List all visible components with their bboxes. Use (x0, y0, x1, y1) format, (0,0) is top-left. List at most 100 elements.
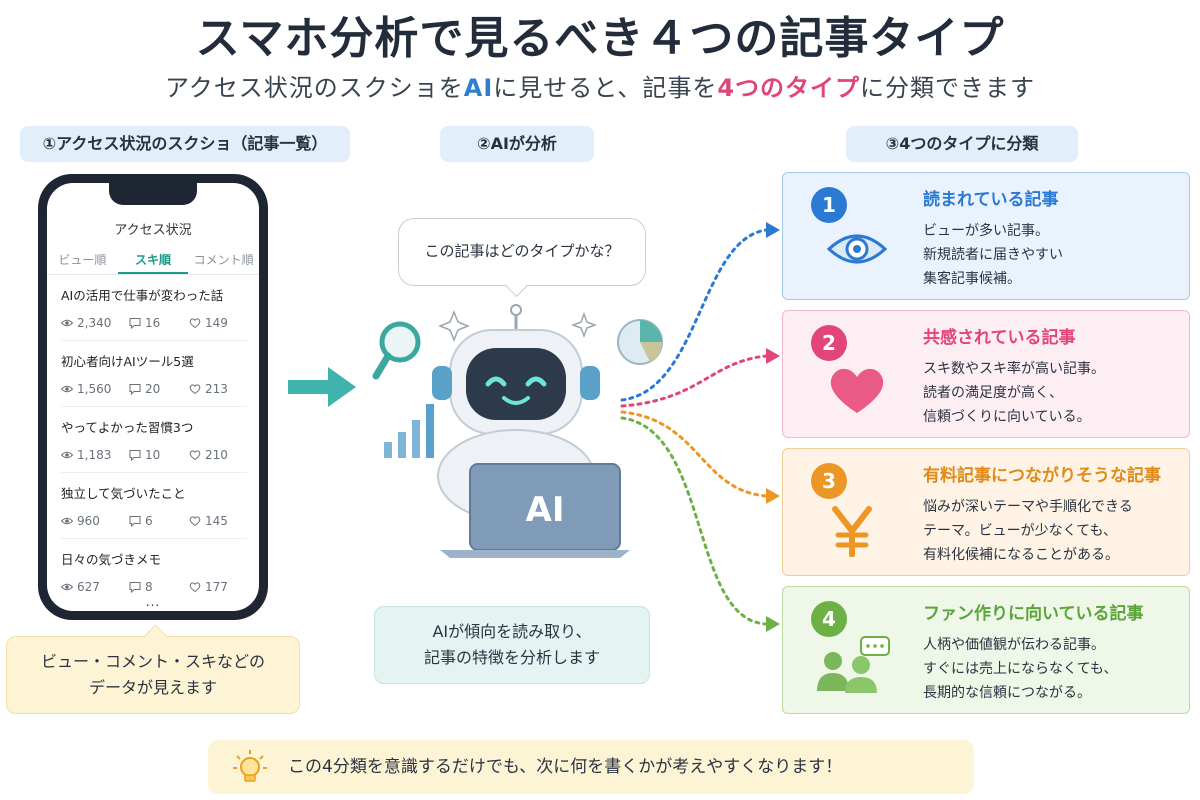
list-item[interactable]: 日々の気づきメモ 627 8 177 (61, 539, 247, 605)
comment-count: 8 (129, 580, 189, 594)
eye-icon (61, 383, 73, 395)
card2-line: スキ数やスキ率が高い記事。 (923, 361, 1105, 377)
lightbulb-icon (233, 750, 267, 782)
view-count: 1,183 (61, 448, 129, 462)
article-title: AIの活用で仕事が変わった話 (61, 288, 224, 303)
card1-number: 1 (811, 187, 847, 223)
article-title: やってよかった習慣3つ (61, 420, 194, 435)
card1-body: ビューが多い記事。 新規読者に届きやすい 集客記事候補。 (923, 219, 1063, 291)
view-value: 1,560 (77, 382, 112, 396)
card4-line: 長期的な信頼につながる。 (923, 685, 1091, 701)
phone-screen: アクセス状況 ビュー順 スキ順 コメント順 AIの活用で仕事が変わった話 2,34… (47, 183, 259, 611)
comment-count: 16 (129, 316, 189, 330)
phone-callout: ビュー・コメント・スキなどの データが見えます (6, 636, 300, 714)
comment-value: 16 (145, 316, 161, 330)
article-stats: 2,340 16 149 (61, 316, 247, 330)
article-title: 初心者向けAIツール5選 (61, 354, 194, 369)
article-stats: 1,560 20 213 (61, 382, 247, 396)
view-value: 627 (77, 580, 100, 594)
card1-title: 読まれている記事 (923, 190, 1059, 210)
laptop-ai-label: AI (525, 490, 565, 530)
comment-count: 6 (129, 514, 189, 528)
view-count: 2,340 (61, 316, 129, 330)
article-list: AIの活用で仕事が変わった話 2,340 16 149 初心者向けAIツール5選 1,56… (61, 275, 247, 605)
card3-line: テーマ。ビューが少なくても、 (923, 523, 1118, 539)
comment-icon (129, 317, 141, 329)
card-type-1: 1 読まれている記事 ビューが多い記事。 新規読者に届きやすい 集客記事候補。 (782, 172, 1190, 300)
card4-number: 4 (811, 601, 847, 637)
like-value: 210 (205, 448, 228, 462)
connector-arrows (620, 222, 780, 632)
screen-title: アクセス状況 (114, 223, 192, 238)
arrow-right-icon (288, 367, 356, 407)
ai-callout-line2: 記事の特徴を分析します (423, 648, 600, 667)
step3-label: ③4つのタイプに分類 (846, 126, 1078, 162)
card3-line: 悩みが深いテーマや手順化できる (923, 499, 1133, 515)
card3-title: 有料記事につながりそうな記事 (923, 466, 1161, 486)
comment-value: 6 (145, 514, 153, 528)
pie-chart-icon (617, 319, 663, 365)
phone-callout-line1: ビュー・コメント・スキなどの (40, 652, 265, 671)
people-chat-icon (817, 636, 890, 693)
card2-title: 共感されている記事 (923, 328, 1076, 348)
subtitle-part1: アクセス状況のスクショを (164, 74, 464, 102)
card1-line: ビューが多い記事。 (923, 223, 1049, 239)
card2-line: 信頼づくりに向いている。 (923, 409, 1091, 425)
phone-mockup: アクセス状況 ビュー順 スキ順 コメント順 AIの活用で仕事が変わった話 2,34… (38, 174, 268, 620)
step1-label: ①アクセス状況のスクショ（記事一覧） (20, 126, 350, 162)
eye-icon (61, 515, 73, 527)
eye-icon (827, 234, 887, 264)
subtitle-ai: AI (463, 74, 494, 102)
eye-icon (61, 581, 73, 593)
card4-title: ファン作りに向いている記事 (923, 604, 1144, 624)
step2-label: ②AIが分析 (440, 126, 594, 162)
like-value: 149 (205, 316, 228, 330)
yen-icon (832, 506, 872, 557)
phone-callout-line2: データが見えます (88, 678, 217, 697)
tab-comments[interactable]: コメント順 (193, 253, 254, 267)
list-item[interactable]: 独立して気づいたこと 960 6 145 (61, 473, 247, 539)
phone-notch (109, 183, 197, 205)
view-count: 1,560 (61, 382, 129, 396)
magnifier-icon (372, 321, 421, 380)
like-value: 177 (205, 580, 228, 594)
card1-line: 新規読者に届きやすい (923, 247, 1063, 263)
bar-chart-icon (384, 404, 434, 458)
page-subtitle: アクセス状況のスクショをAIに見せると、記事を4つのタイプに分類できます (0, 68, 1200, 103)
comment-icon (129, 383, 141, 395)
card3-number: 3 (811, 463, 847, 499)
article-title: 日々の気づきメモ (61, 552, 162, 567)
view-value: 2,340 (77, 316, 112, 330)
article-title: 独立して気づいたこと (61, 486, 186, 501)
card-type-3: 3 有料記事につながりそうな記事 悩みが深いテーマや手順化できる テーマ。ビュー… (782, 448, 1190, 576)
like-value: 213 (205, 382, 228, 396)
ai-callout-line1: AIが傾向を読み取り、 (432, 622, 592, 641)
eye-icon (61, 449, 73, 461)
sort-tabs: ビュー順 スキ順 コメント順 (47, 249, 259, 275)
heart-icon (189, 317, 201, 329)
tip-banner: この4分類を意識するだけでも、次に何を書くかが考えやすくなります！ (208, 740, 974, 794)
list-item[interactable]: 初心者向けAIツール5選 1,560 20 213 (61, 341, 247, 407)
comment-icon (129, 449, 141, 461)
comment-value: 20 (145, 382, 161, 396)
like-count: 145 (189, 514, 228, 528)
card4-line: 人柄や価値観が伝わる記事。 (923, 637, 1105, 653)
heart-icon (189, 581, 201, 593)
heart-icon (189, 449, 201, 461)
heart-icon (189, 383, 201, 395)
view-count: 960 (61, 514, 129, 528)
more-indicator: ... (145, 595, 161, 609)
list-item[interactable]: AIの活用で仕事が変わった話 2,340 16 149 (61, 275, 247, 341)
speech-bubble: この記事はどのタイプかな？ (398, 218, 646, 286)
tab-views[interactable]: ビュー順 (58, 253, 107, 267)
subtitle-part3: に分類できます (860, 74, 1036, 102)
view-value: 960 (77, 514, 100, 528)
comment-count: 20 (129, 382, 189, 396)
subtitle-highlight: 4つのタイプ (717, 74, 861, 102)
card1-line: 集客記事候補。 (923, 271, 1021, 287)
heart-icon (830, 368, 884, 413)
card-type-2: 2 共感されている記事 スキ数やスキ率が高い記事。 読者の満足度が高く、 信頼づ… (782, 310, 1190, 438)
tab-likes[interactable]: スキ順 (117, 249, 189, 274)
article-stats: 627 8 177 (61, 580, 247, 594)
